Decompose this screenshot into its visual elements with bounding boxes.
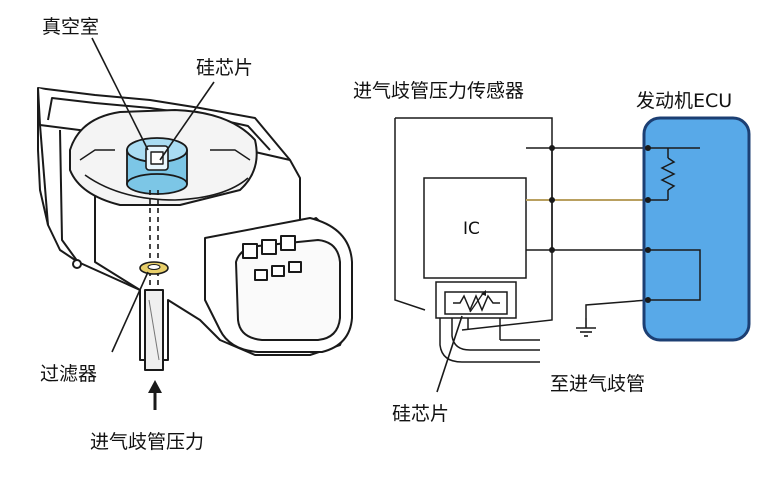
up-arrow-icon — [148, 380, 162, 410]
mounting-hole — [72, 259, 82, 269]
connector-pin-6 — [288, 261, 302, 273]
leader-vacuum-chamber — [91, 37, 149, 151]
filter-label: 过滤器 — [40, 363, 97, 385]
chamber-ledge — [79, 149, 251, 161]
ground-icon — [576, 318, 596, 337]
chip-resistor-icon — [453, 294, 500, 312]
ecu-ground-loop — [648, 249, 701, 301]
ic-block — [423, 177, 527, 279]
ic-label: IC — [463, 219, 480, 239]
connector-pin-2 — [261, 239, 277, 255]
ecu-box — [642, 116, 751, 342]
connector-pin-4 — [254, 269, 268, 281]
silicon-chip-core — [150, 151, 164, 165]
housing-inner-rim — [47, 97, 271, 151]
manifold-pipe-inner — [451, 318, 540, 351]
wire-ground-return — [585, 299, 649, 318]
node-dots — [549, 145, 555, 253]
chamber-bottom — [126, 173, 188, 195]
chamber-floor — [84, 174, 249, 201]
vacuum-chamber-label: 真空室 — [42, 16, 99, 38]
filter-ring-hole — [147, 264, 161, 270]
pressure-label: 进气歧管压力 — [90, 431, 204, 453]
silicon-chip-label-left: 硅芯片 — [196, 57, 253, 79]
left-leader-lines — [91, 37, 215, 353]
sensor-schematic — [394, 117, 553, 363]
housing-edge-1 — [39, 124, 49, 226]
connector-pin-3 — [280, 235, 296, 251]
silicon-chip-label-right: 硅芯片 — [392, 403, 449, 425]
resistor-icon — [660, 157, 676, 191]
connector-pin-1 — [242, 243, 258, 259]
ecu-label: 发动机ECU — [636, 90, 732, 112]
ecu-body — [642, 116, 751, 342]
sensor-title: 进气歧管压力传感器 — [353, 80, 524, 102]
sensor-illustration — [37, 87, 353, 371]
right-leader-line — [436, 315, 463, 393]
leader-silicon-chip — [159, 81, 215, 161]
to-manifold-label: 至进气歧管 — [550, 373, 645, 395]
connector-pin-5 — [271, 265, 285, 277]
housing-edge-2 — [59, 129, 79, 263]
port-tube-hatch — [148, 299, 160, 361]
leader-filter — [111, 271, 149, 353]
manifold-pipe-outer — [439, 318, 540, 363]
